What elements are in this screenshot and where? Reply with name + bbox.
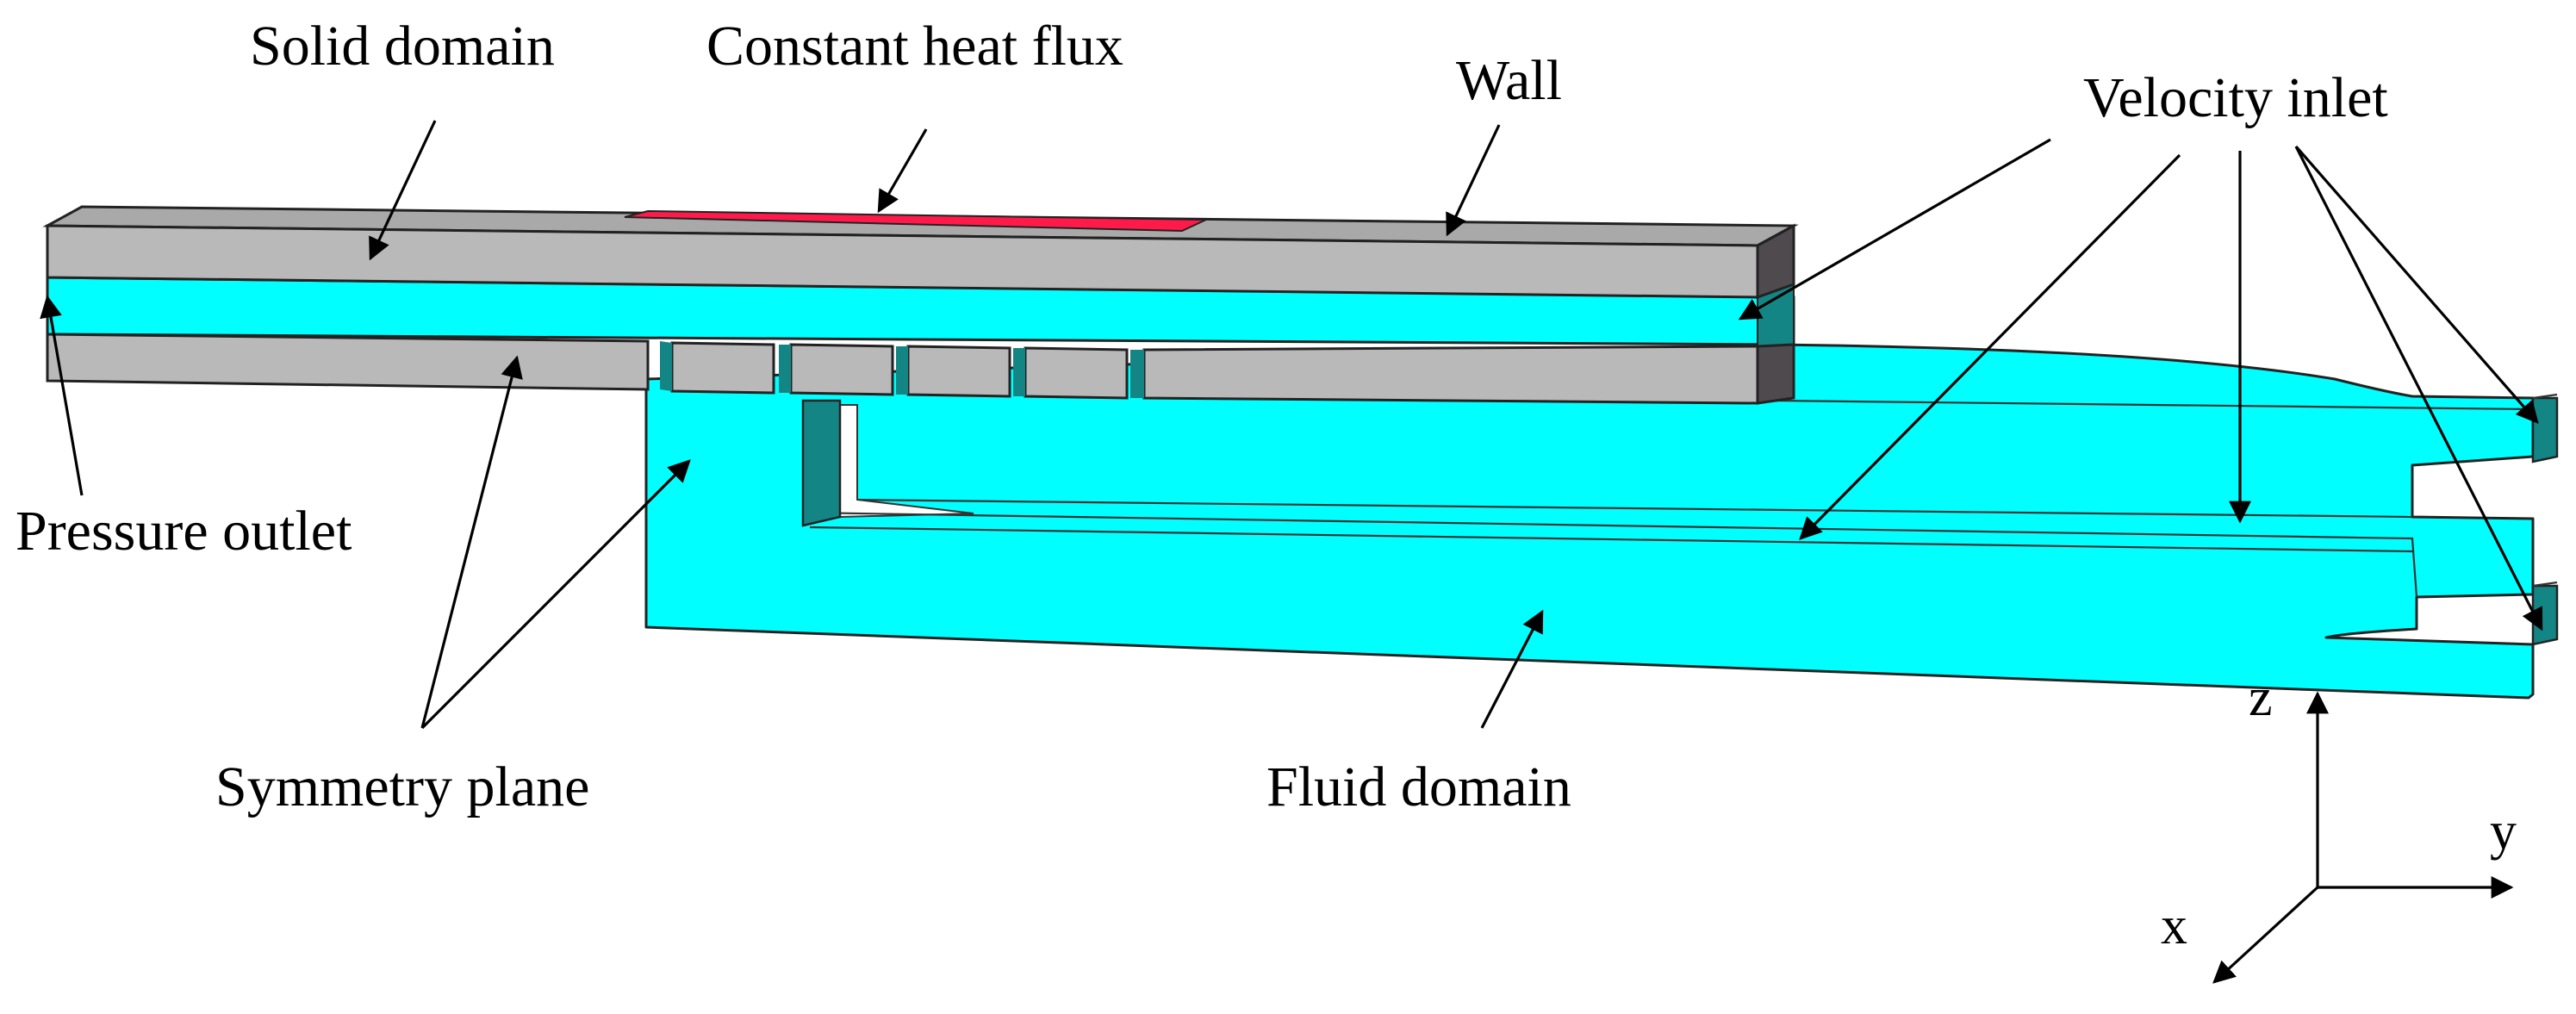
arrow-solid-domain bbox=[369, 120, 437, 261]
fluid-riser bbox=[801, 399, 842, 527]
solid-end-face bbox=[1756, 223, 1795, 300]
fluid-main-block bbox=[644, 343, 2535, 700]
arrow-wall bbox=[1446, 124, 1501, 237]
arrow-inlet-2 bbox=[1799, 153, 2181, 540]
label-symmetry-plane: Symmetry plane bbox=[215, 756, 589, 818]
axis-label-z: z bbox=[2249, 669, 2273, 727]
arrow-inlet-4 bbox=[2294, 145, 2539, 424]
fluid-lower-branch-edge2 bbox=[809, 526, 2413, 553]
inlet-face-upper bbox=[2531, 396, 2559, 463]
label-fluid-domain: Fluid domain bbox=[1266, 756, 1571, 818]
label-constant-heat-flux: Constant heat flux bbox=[706, 15, 1123, 78]
fluid-gap bbox=[839, 404, 974, 519]
arrow-pressure-outlet bbox=[40, 295, 84, 496]
rib-gap-1 bbox=[660, 341, 672, 391]
solid-rib-3 bbox=[906, 345, 1011, 398]
solid-bottom-right bbox=[1142, 345, 1759, 405]
label-pressure-outlet: Pressure outlet bbox=[16, 500, 352, 563]
arrow-fluid-domain bbox=[1480, 609, 1544, 729]
inlet-top-lower bbox=[2532, 581, 2558, 588]
label-solid-domain: Solid domain bbox=[250, 15, 555, 78]
fluid-domain-body bbox=[644, 343, 2559, 700]
label-wall: Wall bbox=[1456, 49, 1562, 112]
axis-x bbox=[2212, 886, 2319, 984]
fluid-upper-channel-lower-edge bbox=[848, 498, 2413, 519]
solid-top-plate bbox=[42, 205, 1799, 300]
inlet-face-lower bbox=[2531, 584, 2559, 646]
solid-rib-4 bbox=[1024, 346, 1129, 400]
solid-bottom-segments bbox=[46, 333, 1795, 405]
label-velocity-inlet: Velocity inlet bbox=[2083, 66, 2388, 129]
arrow-heat-flux bbox=[877, 128, 928, 214]
rib-gap-5 bbox=[1130, 350, 1144, 398]
fluid-upper-channel-edge bbox=[1774, 399, 2534, 411]
solid-rib-1 bbox=[670, 341, 775, 395]
solid-bottom-long bbox=[46, 333, 650, 391]
rib-gap-3 bbox=[896, 346, 908, 395]
rib-gap-2 bbox=[779, 345, 791, 393]
arrow-inlet-5 bbox=[2294, 146, 2543, 631]
axis-label-y: y bbox=[2490, 802, 2517, 861]
arrow-inlet-1 bbox=[1738, 138, 2051, 320]
rib-gap-4 bbox=[1013, 348, 1025, 396]
solid-rib-2 bbox=[789, 343, 894, 396]
solid-bottom-end bbox=[1756, 343, 1795, 405]
annotation-arrows bbox=[40, 120, 2543, 730]
arrow-symmetry-2 bbox=[420, 459, 691, 730]
heat-flux-region bbox=[624, 209, 1207, 233]
inlet-top-upper bbox=[2532, 393, 2558, 400]
axis-label-x: x bbox=[2161, 897, 2187, 955]
arrow-symmetry-1 bbox=[420, 355, 523, 729]
coordinate-axes: z y x bbox=[2161, 669, 2517, 984]
